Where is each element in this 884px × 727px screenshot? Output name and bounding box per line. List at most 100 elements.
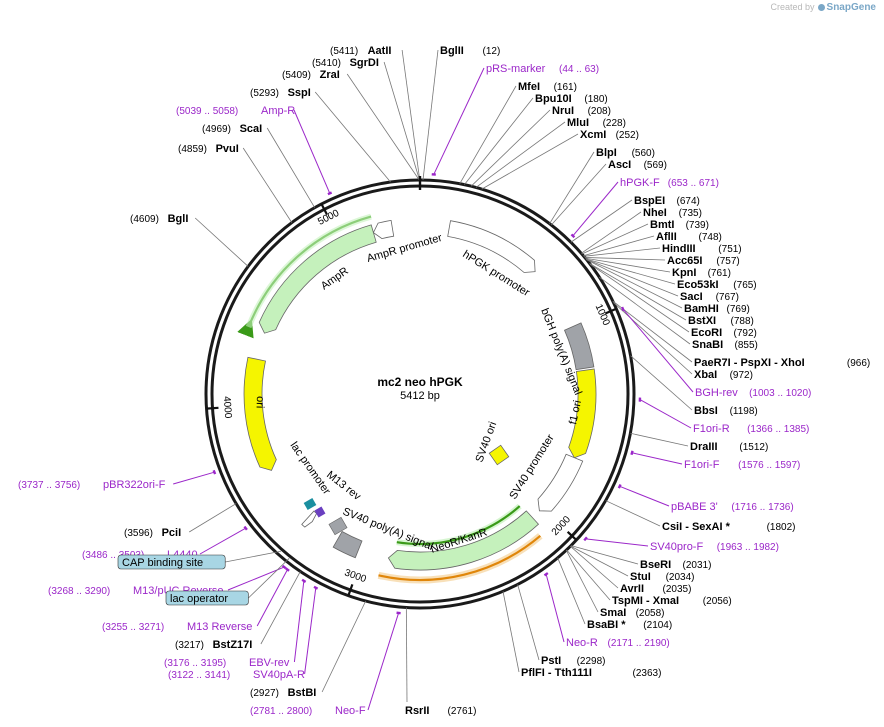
enzyme-leader: [475, 121, 566, 188]
tick-1000: [604, 307, 617, 315]
boxed-label-text: CAP binding site: [122, 557, 203, 569]
enzyme-leader: [630, 355, 693, 411]
enzyme-leader: [346, 73, 420, 181]
enzyme-site-bsabi: BsaBI *(2104): [587, 619, 672, 631]
enzyme-position: (228): [603, 118, 626, 129]
primer-name: Neo-R: [566, 637, 598, 649]
enzyme-leader: [242, 147, 293, 223]
primer-binding-mark: [570, 233, 576, 239]
enzyme-name: PaeR7I - PspXI - XhoI: [694, 357, 805, 369]
enzyme-leader: [583, 235, 655, 257]
primer-leader: [572, 181, 619, 237]
orange-orf-arc: [378, 534, 542, 582]
enzyme-site-xbai: XbaI(972): [694, 369, 753, 381]
primer-position: (1716 .. 1736): [731, 502, 793, 513]
enzyme-position: (180): [584, 94, 607, 105]
primer-name: SV40pA-R: [253, 669, 305, 681]
enzyme-position: (792): [734, 328, 757, 339]
primer-name: F1ori-F: [684, 459, 720, 471]
primer-binding-mark: [313, 585, 319, 590]
enzyme-site-mlui: MluI(228): [567, 117, 626, 129]
enzyme-name: Bpu10I: [535, 93, 572, 105]
primer-name: Neo-F: [335, 705, 366, 717]
feature-arrow-neor-kanr: [387, 510, 540, 571]
enzyme-position: (1512): [739, 442, 768, 453]
enzyme-position: (739): [686, 220, 709, 231]
enzyme-leader: [565, 550, 599, 613]
primer-binding-mark: [281, 564, 287, 570]
enzyme-leader: [194, 217, 249, 267]
feature-arrow-sv40-promoter: [537, 453, 584, 512]
enzyme-leader: [260, 571, 301, 645]
enzyme-site-nrui: NruI(208): [552, 105, 611, 117]
enzyme-site-kpni: KpnI(761): [672, 267, 731, 279]
enzyme-site-scai: (4969)ScaI: [202, 123, 262, 135]
primer-position: (1366 .. 1385): [747, 424, 809, 435]
primer-neo-r: Neo-R(2171 .. 2190): [566, 637, 670, 649]
primer-bgh-rev: BGH-rev(1003 .. 1020): [695, 387, 811, 399]
enzyme-name: Eco53kI: [677, 279, 719, 291]
credit-prefix: Created by: [770, 2, 815, 12]
enzyme-name: BspEI: [634, 195, 665, 207]
enzyme-name: SnaBI: [692, 339, 723, 351]
enzyme-name: HindIII: [662, 243, 696, 255]
enzyme-site-bgli: (4609)BglI: [130, 213, 188, 225]
enzyme-site-snabi: SnaBI(855): [692, 339, 758, 351]
primer-position: (3486 .. 3503): [82, 550, 144, 561]
enzyme-name: EcoRI: [691, 327, 722, 339]
enzyme-position: (5410): [312, 58, 341, 69]
feature-arrow-lac-promoter: [301, 510, 318, 528]
primer-pbabe-3: pBABE 3'(1716 .. 1736): [671, 501, 794, 513]
enzyme-site-aatii: (5411)AatII: [330, 45, 391, 57]
enzyme-name: AscI: [608, 159, 631, 171]
enzyme-site-sgrdi: (5410) SgrDI: [312, 57, 379, 69]
primer-binding-mark: [617, 483, 622, 489]
primer-leader: [293, 580, 305, 663]
enzyme-position: (757): [716, 256, 739, 267]
primer-leader: [619, 485, 670, 507]
enzyme-site-paer7i-pspxi-xhoi: PaeR7I - PspXI - XhoI(966): [694, 357, 870, 369]
primer-f1ori-f: F1ori-F(1576 .. 1597): [684, 459, 800, 471]
primer-leader: [173, 471, 215, 485]
primer-binding-mark: [243, 525, 248, 531]
lac-marker-teal: [303, 498, 317, 510]
enzyme-site-acc65i: Acc65I(757): [667, 255, 740, 267]
tick-2000: [566, 531, 578, 541]
enzyme-position: (3596): [124, 528, 153, 539]
enzyme-name: BstXI: [688, 315, 716, 327]
enzyme-site-bstz17i: (3217)BstZ17I: [175, 639, 252, 651]
enzyme-position: (761): [708, 268, 731, 279]
primer-position: (1003 .. 1020): [749, 388, 811, 399]
enzyme-name: BlpI: [596, 147, 617, 159]
enzyme-leader: [586, 259, 683, 309]
enzyme-position: (767): [716, 292, 739, 303]
enzyme-site-hindiii: HindIII(751): [662, 243, 742, 255]
enzyme-leader: [583, 247, 661, 257]
enzyme-leader: [266, 127, 316, 208]
enzyme-name: AatII: [368, 45, 392, 57]
enzyme-name: SmaI: [600, 607, 626, 619]
enzyme-name: BstBI: [288, 687, 317, 699]
enzyme-site-xcmi: XcmI(252): [580, 129, 639, 141]
boxed-label-bg: [117, 554, 226, 570]
enzyme-name: XbaI: [694, 369, 717, 381]
enzyme-position: (1198): [730, 406, 758, 417]
enzyme-leader: [314, 91, 391, 183]
sv40-ori-feature: [488, 444, 510, 466]
primer-name: pRS-marker: [486, 63, 546, 75]
enzyme-name: SgrDI: [350, 57, 379, 69]
primer-leader: [227, 566, 285, 591]
primer-leader: [622, 308, 694, 393]
enzyme-position: (252): [616, 130, 639, 141]
enzyme-leader: [188, 503, 237, 533]
enzyme-site-bstbi: (2927)BstBI: [250, 687, 316, 699]
enzyme-site-tspmi-xmai: TspMI - XmaI(2056): [612, 595, 732, 607]
enzyme-site-bamhi: BamHI(769): [684, 303, 750, 315]
enzyme-name: PstI: [541, 655, 561, 667]
feature-arrow-hpgk-promoter: [447, 220, 536, 273]
enzyme-name: RsrII: [405, 705, 429, 717]
enzyme-leader: [605, 500, 661, 527]
enzyme-leader: [405, 607, 408, 703]
